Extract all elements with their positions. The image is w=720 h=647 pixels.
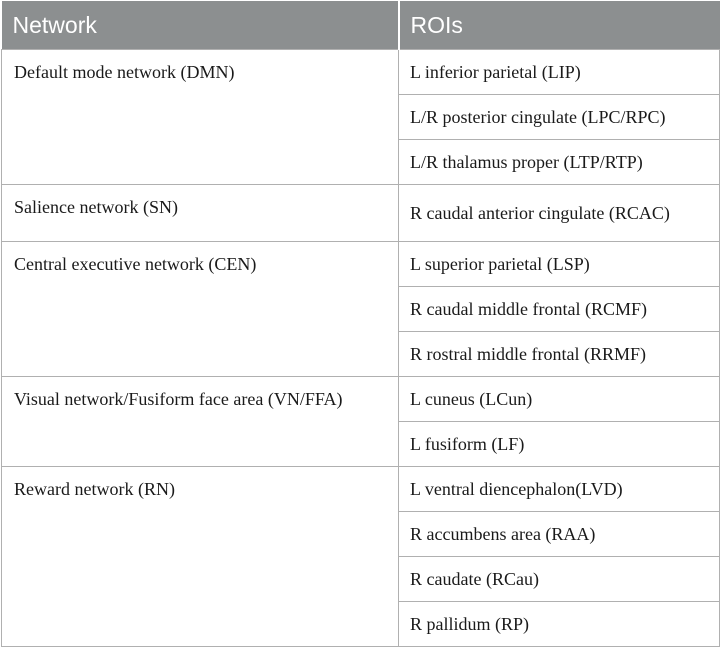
network-cell-dmn: Default mode network (DMN) [1,49,399,185]
table-row: Default mode network (DMN) L inferior pa… [1,49,720,185]
header-network: Network [1,1,399,50]
table-row: R accumbens area (RAA) [2,511,720,557]
table-row: L/R posterior cingulate (LPC/RPC) [2,94,720,140]
table-row: Salience network (SN) R caudal anterior … [1,184,720,242]
network-cell-rn: Reward network (RN) [1,466,399,647]
roi-cell: L inferior parietal (LIP) [398,49,720,95]
table-row: R caudate (RCau) [2,556,720,602]
roi-cell: R rostral middle frontal (RRMF) [398,331,720,377]
roi-cell: L/R posterior cingulate (LPC/RPC) [398,94,720,140]
table-row: R pallidum (RP) [2,601,720,647]
network-cell-cen: Central executive network (CEN) [1,241,399,377]
table-row: Visual network/Fusiform face area (VN/FF… [1,376,720,467]
network-cell-vn-ffa: Visual network/Fusiform face area (VN/FF… [1,376,399,467]
table-row: Central executive network (CEN) L superi… [1,241,720,377]
header-row: Network ROIs [1,1,720,50]
table-row: Reward network (RN) L ventral diencephal… [1,466,720,647]
roi-cell: R caudate (RCau) [398,556,720,602]
roi-cell: L fusiform (LF) [398,421,720,467]
roi-cell: R caudal middle frontal (RCMF) [398,286,720,332]
table-row: L/R thalamus proper (LTP/RTP) [2,139,720,185]
roi-cell: R accumbens area (RAA) [398,511,720,557]
roi-cell: R caudal anterior cingulate (RCAC) [398,184,720,242]
header-rois: ROIs [397,1,720,50]
roi-cell: L cuneus (LCun) [398,376,720,422]
table-row: R rostral middle frontal (RRMF) [2,331,720,377]
roi-cell: R pallidum (RP) [398,601,720,647]
network-cell-sn: Salience network (SN) [1,184,399,242]
roi-cell: L superior parietal (LSP) [398,241,720,287]
roi-cell: L/R thalamus proper (LTP/RTP) [398,139,720,185]
table-row: L fusiform (LF) [2,421,720,467]
roi-cell: L ventral diencephalon(LVD) [398,466,720,512]
